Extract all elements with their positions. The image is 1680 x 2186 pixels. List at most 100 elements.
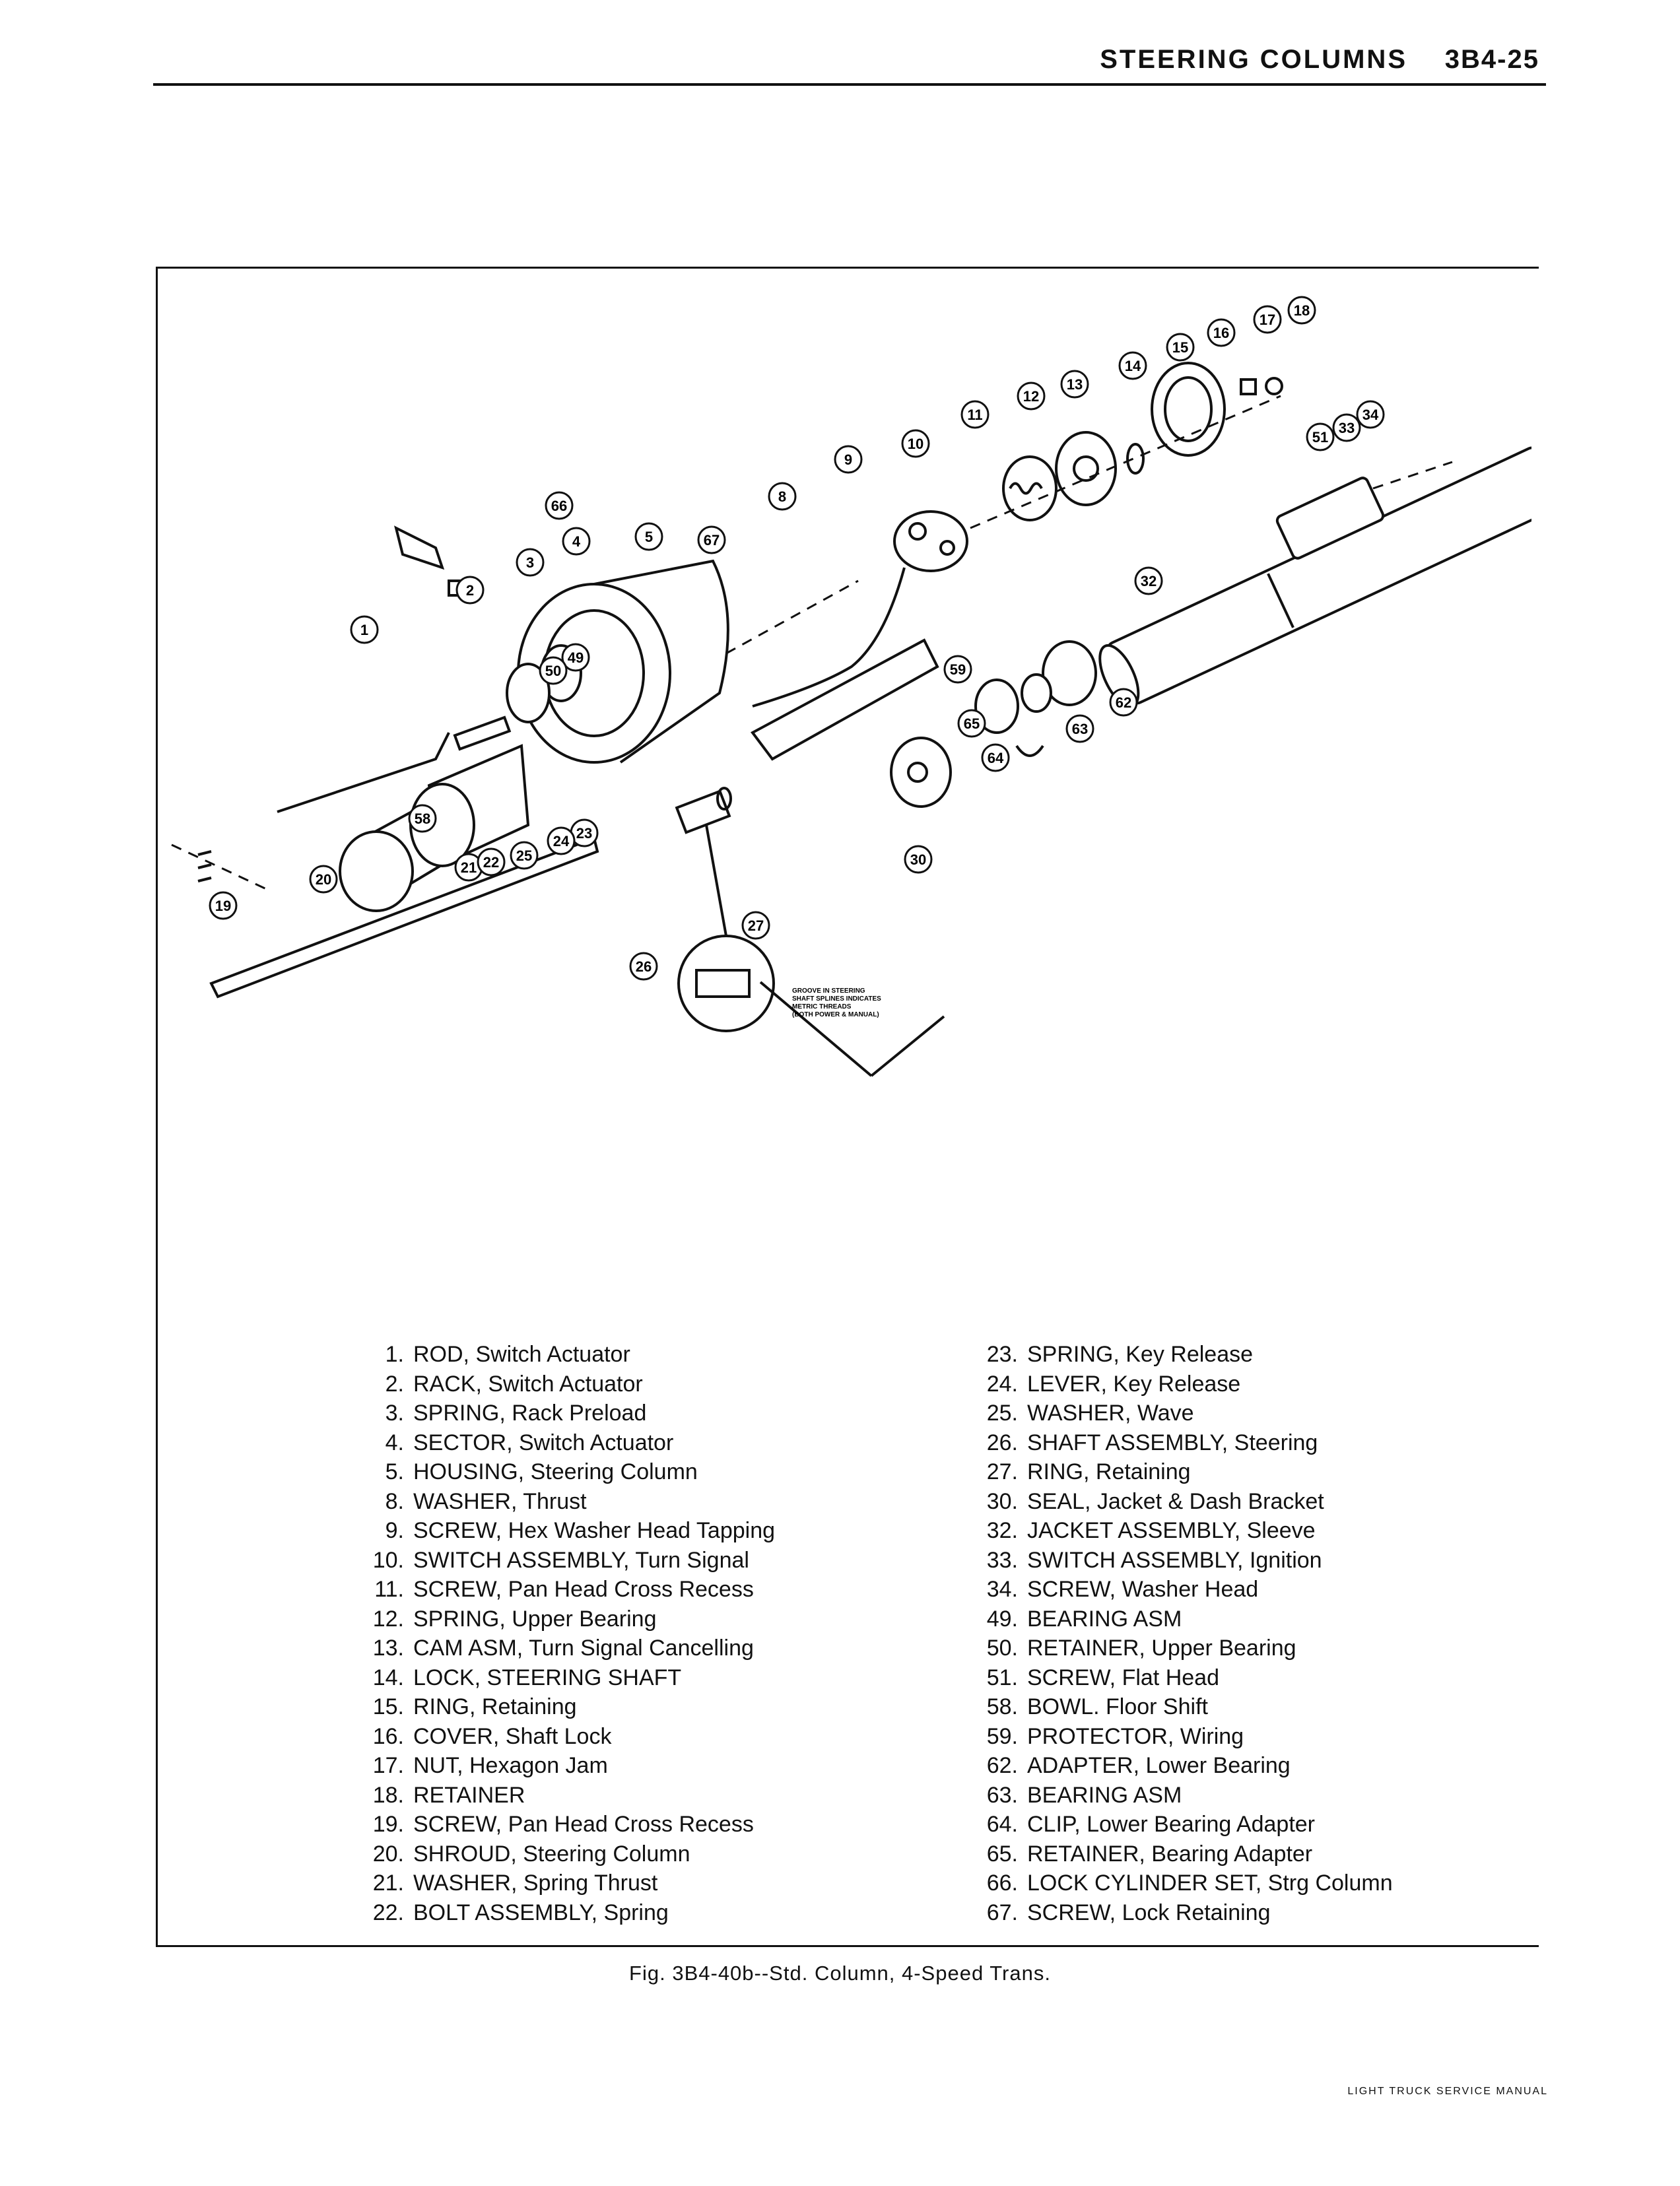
- callout-label: 26: [636, 958, 652, 975]
- callout-8: 8: [768, 482, 797, 511]
- callout-33: 33: [1332, 413, 1361, 442]
- callout-11: 11: [960, 400, 990, 429]
- legend-item: 23.SPRING, Key Release: [965, 1340, 1393, 1370]
- callout-label: 10: [908, 436, 924, 452]
- callout-20: 20: [309, 865, 338, 894]
- legend-number: 25.: [986, 1401, 1018, 1426]
- hex-nut-shape: [1240, 378, 1257, 395]
- detail-note: GROOVE IN STEERING SHAFT SPLINES INDICAT…: [792, 987, 881, 1018]
- switch-actuator-rack-shape: [453, 715, 512, 751]
- legend-number: 49.: [986, 1606, 1018, 1632]
- callout-label: 33: [1339, 420, 1355, 436]
- callout-23: 23: [570, 818, 599, 847]
- callout-label: 9: [844, 451, 852, 468]
- callout-16: 16: [1207, 318, 1236, 347]
- legend-text: WASHER, Spring Thrust: [413, 1871, 658, 1896]
- callout-58: 58: [408, 804, 437, 833]
- legend-text: RETAINER, Upper Bearing: [1027, 1636, 1296, 1661]
- callout-label: 21: [461, 859, 477, 876]
- legend-text: LEVER, Key Release: [1027, 1371, 1241, 1397]
- detail-note-line: SHAFT SPLINES INDICATES: [792, 995, 881, 1003]
- callout-25: 25: [510, 841, 539, 870]
- legend-text: RETAINER: [413, 1782, 525, 1808]
- callout-label: 64: [988, 750, 1004, 766]
- legend-number: 33.: [986, 1547, 1018, 1573]
- legend-item: 63.BEARING ASM: [965, 1781, 1393, 1810]
- legend-text: ADAPTER, Lower Bearing: [1027, 1753, 1291, 1778]
- callout-30: 30: [904, 845, 933, 874]
- legend-number: 32.: [986, 1518, 1018, 1543]
- legend-text: SHROUD, Steering Column: [413, 1841, 690, 1867]
- legend-number: 11.: [374, 1577, 404, 1602]
- callout-label: 12: [1023, 388, 1039, 405]
- legend-number: 1.: [385, 1342, 404, 1367]
- callout-label: 24: [553, 833, 570, 849]
- legend-item: 27. RING, Retaining: [965, 1457, 1393, 1487]
- legend-text: PROTECTOR, Wiring: [1027, 1723, 1244, 1749]
- legend-text: SWITCH ASSEMBLY, Turn Signal: [413, 1547, 749, 1573]
- callout-label: 49: [568, 649, 584, 666]
- legend-item: 4.SECTOR, Switch Actuator: [351, 1428, 775, 1458]
- legend-text: SPRING, Upper Bearing: [413, 1606, 657, 1632]
- upper-bearing-spring-shape: [1009, 482, 1043, 495]
- legend-number: 30.: [986, 1488, 1018, 1514]
- legend-item: 50.RETAINER, Upper Bearing: [965, 1634, 1393, 1663]
- legend-text: SCREW, Flat Head: [1027, 1665, 1219, 1690]
- legend-item: 34.SCREW, Washer Head: [965, 1575, 1393, 1605]
- callout-19: 19: [209, 891, 238, 920]
- legend-text: WASHER, Wave: [1027, 1401, 1194, 1426]
- legend-item: 19. SCREW, Pan Head Cross Recess: [351, 1810, 775, 1839]
- callout-26: 26: [629, 952, 658, 981]
- legend-item: 59.PROTECTOR, Wiring: [965, 1722, 1393, 1752]
- legend-number: 3.: [385, 1401, 404, 1426]
- callout-32: 32: [1134, 566, 1163, 595]
- legend-item: 18.RETAINER: [351, 1781, 775, 1810]
- parts-drawing: [171, 362, 1531, 1077]
- callout-label: 58: [415, 811, 430, 827]
- legend-number: 5.: [385, 1459, 404, 1484]
- legend-item: 5.HOUSING, Steering Column: [351, 1457, 775, 1487]
- legend-text: SCREW, Pan Head Cross Recess: [413, 1812, 754, 1837]
- legend-item: 32.JACKET ASSEMBLY, Sleeve: [965, 1516, 1393, 1546]
- legend-item: 12.SPRING, Upper Bearing: [351, 1605, 775, 1634]
- callout-1: 1: [350, 615, 379, 644]
- figure-frame: [156, 267, 1539, 1947]
- callout-label: 18: [1294, 302, 1310, 319]
- legend-number: 16.: [372, 1723, 404, 1749]
- page-number: 3B4-25: [1444, 45, 1539, 74]
- legend-number: 17.: [372, 1753, 404, 1778]
- legend-text: SCREW, Washer Head: [1027, 1577, 1259, 1602]
- legend-text: RING, Retaining: [1027, 1459, 1191, 1484]
- callout-34: 34: [1356, 400, 1385, 429]
- legend-number: 24.: [986, 1371, 1018, 1397]
- callout-65: 65: [957, 709, 986, 738]
- callout-12: 12: [1017, 381, 1046, 411]
- legend-item: 17.NUT, Hexagon Jam: [351, 1751, 775, 1781]
- legend-text: RETAINER, Bearing Adapter: [1027, 1841, 1313, 1867]
- callout-label: 65: [964, 715, 980, 732]
- callout-label: 3: [526, 554, 534, 571]
- legend-number: 67.: [986, 1900, 1018, 1925]
- callout-4: 4: [562, 527, 591, 556]
- callout-label: 63: [1072, 721, 1088, 737]
- steering-shaft-lock-shape: [1055, 431, 1117, 506]
- legend-item: 10.SWITCH ASSEMBLY, Turn Signal: [351, 1546, 775, 1575]
- bearing-adapter-retainer-shape: [974, 679, 1019, 734]
- callout-24: 24: [547, 826, 576, 855]
- parts-legend-left: 1.ROD, Switch Actuator 2.RACK, Switch Ac…: [351, 1340, 775, 1927]
- legend-text: SCREW, Hex Washer Head Tapping: [413, 1518, 776, 1543]
- legend-number: 13.: [372, 1636, 404, 1661]
- exploded-view-diagram: 1 2 3 4 5 8 9 10 11 12 13 14 15 16 17 18…: [171, 296, 1531, 1077]
- legend-number: 19.: [372, 1812, 404, 1837]
- legend-number: 22.: [372, 1900, 404, 1925]
- legend-text: SHAFT ASSEMBLY, Steering: [1027, 1430, 1318, 1455]
- callout-2: 2: [455, 576, 485, 605]
- legend-number: 20.: [372, 1841, 404, 1867]
- callout-label: 59: [950, 661, 966, 678]
- callout-label: 27: [748, 917, 764, 934]
- section-title: STEERING COLUMNS: [1100, 45, 1407, 74]
- lock-cylinder-shape: [394, 525, 445, 570]
- legend-item: 8.WASHER, Thrust: [351, 1487, 775, 1517]
- legend-number: 27.: [986, 1459, 1018, 1484]
- shaft-lock-cover-shape: [1151, 362, 1226, 457]
